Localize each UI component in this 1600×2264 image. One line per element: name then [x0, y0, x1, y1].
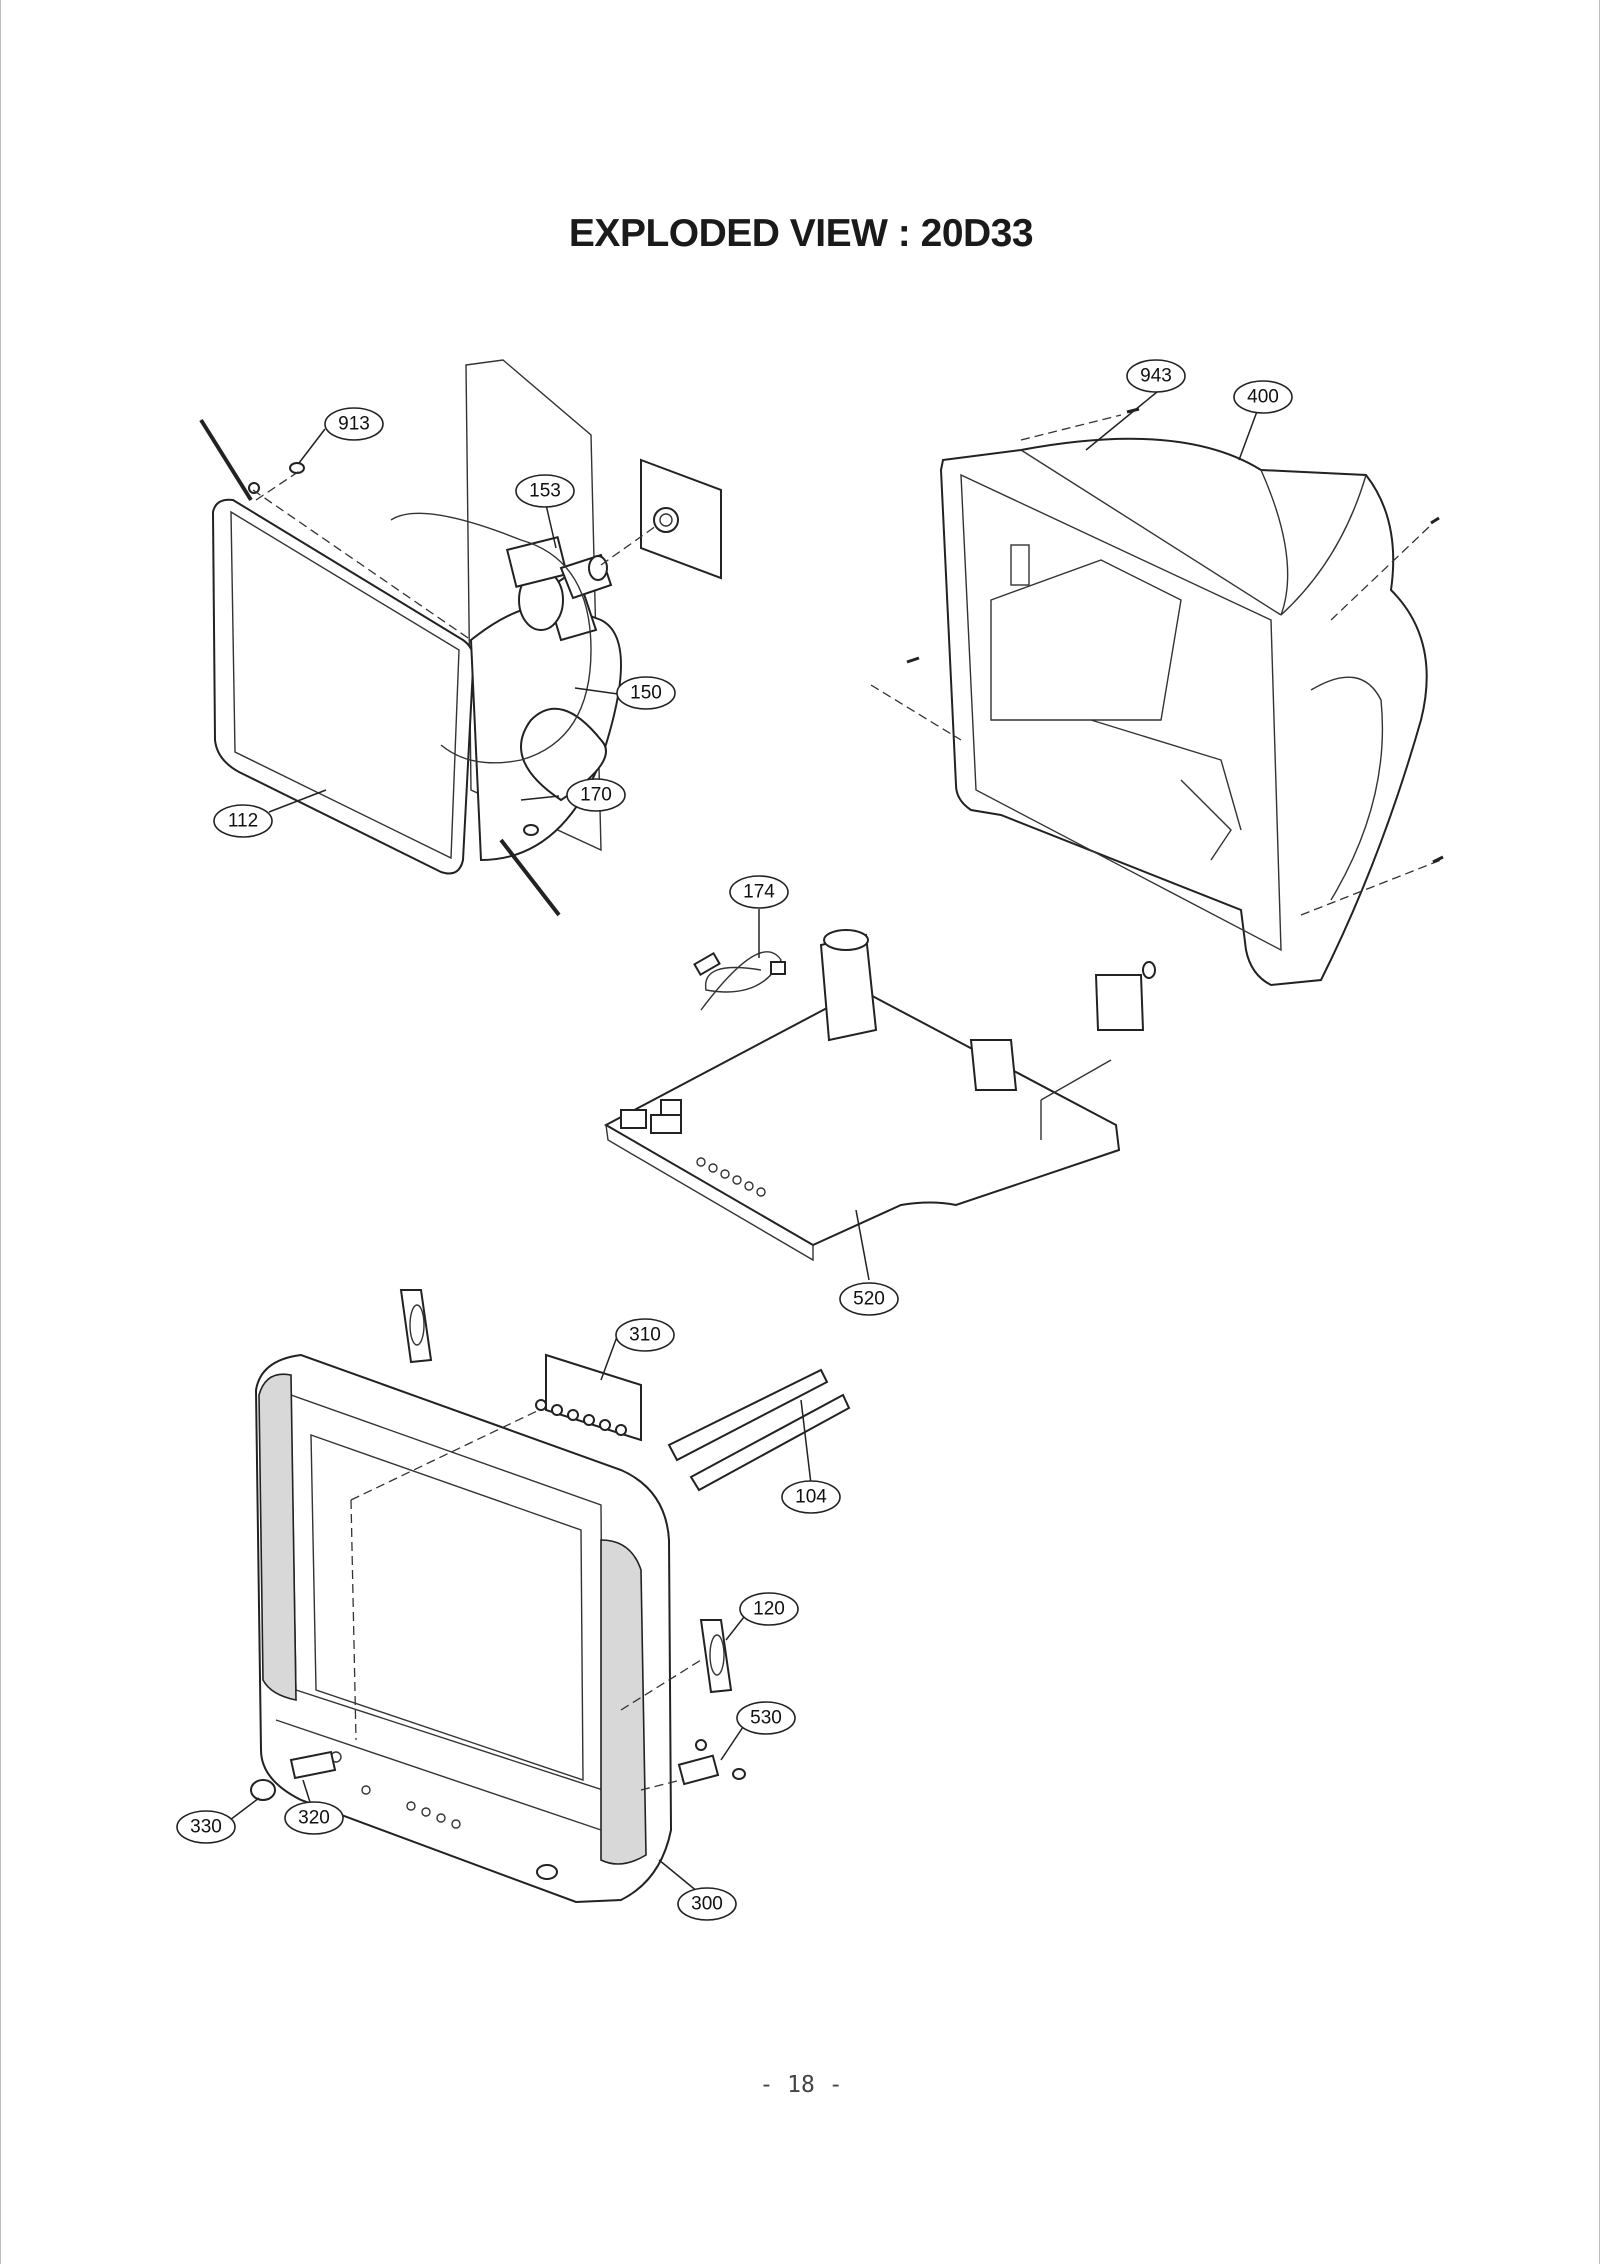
callout-400-label: 400: [1247, 387, 1279, 408]
callout-174-label: 174: [743, 882, 775, 903]
page-title: EXPLODED VIEW : 20D33: [568, 212, 1034, 255]
callout-320-label: 320: [298, 1808, 330, 1829]
small-parts: [250, 1739, 746, 1801]
callout-170-label: 170: [580, 785, 612, 806]
front-cabinet: [254, 1353, 702, 1904]
callout-330-label: 330: [190, 1817, 222, 1838]
callout-913-label: 913: [338, 414, 370, 435]
callout-104: 104: [781, 1480, 841, 1514]
callout-943: 943: [1126, 359, 1186, 393]
control-button-assembly: [535, 1353, 642, 1442]
callout-300: 300: [677, 1887, 737, 1921]
bracket-rails: [667, 1368, 851, 1492]
callout-943-label: 943: [1140, 366, 1172, 387]
callout-104-label: 104: [795, 1487, 827, 1508]
callout-330: 330: [176, 1810, 236, 1844]
callout-150: 150: [616, 676, 676, 710]
main-pcb: [603, 929, 1156, 1262]
callout-913: 913: [324, 407, 384, 441]
speaker-units: [399, 1289, 733, 1694]
back-cover: [870, 407, 1444, 987]
callout-310: 310: [615, 1318, 675, 1352]
callout-320: 320: [284, 1801, 344, 1835]
page-number: - 18 -: [759, 2072, 843, 2098]
callout-112-label: 112: [228, 811, 258, 832]
leader-lines: [229, 391, 1260, 1893]
callout-530-label: 530: [750, 1708, 782, 1729]
callout-150-label: 150: [630, 683, 662, 704]
crt-tube-assembly: [199, 359, 722, 917]
callout-112: 112: [213, 804, 273, 838]
callout-400: 400: [1233, 380, 1293, 414]
callout-120: 120: [739, 1592, 799, 1626]
callout-520: 520: [839, 1282, 899, 1316]
callout-530: 530: [736, 1701, 796, 1735]
callout-120-label: 120: [753, 1599, 785, 1620]
callout-153: 153: [515, 474, 575, 508]
power-cord: [693, 951, 786, 1011]
callout-300-label: 300: [691, 1894, 723, 1915]
callout-310-label: 310: [629, 1325, 661, 1346]
callout-520-label: 520: [853, 1289, 885, 1310]
callout-170: 170: [566, 778, 626, 812]
callout-153-label: 153: [529, 481, 561, 502]
callout-174: 174: [729, 875, 789, 909]
